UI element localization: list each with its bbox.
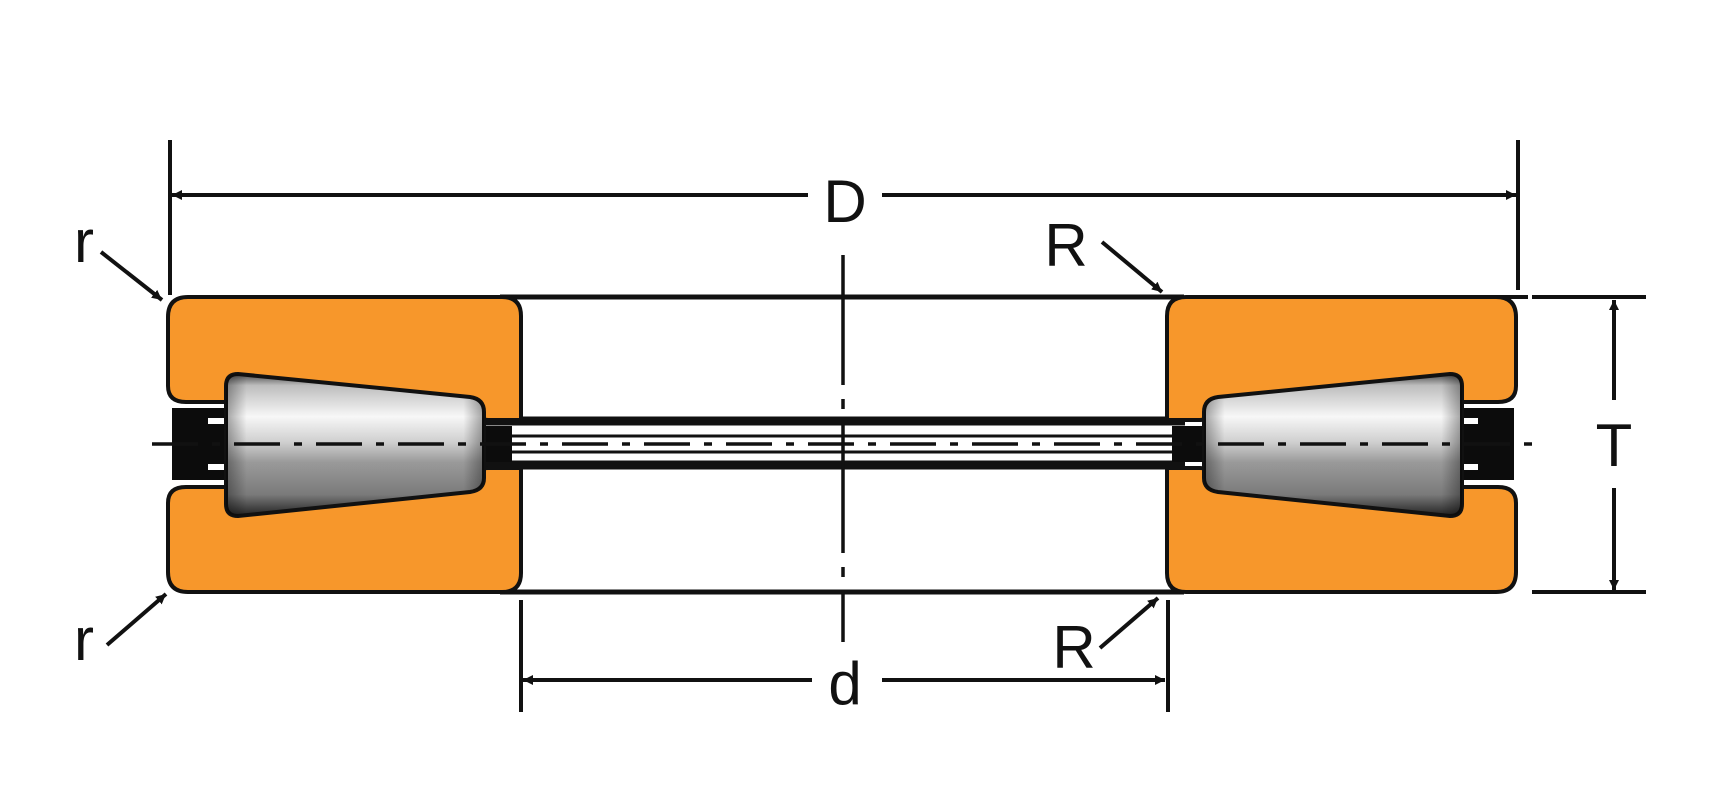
label-outer-fillet-bottom: r [74,606,94,673]
fillet-leaders: r r R R [74,208,1164,681]
label-height: T [1596,412,1633,479]
label-inner-fillet-top: R [1044,212,1087,279]
label-inner-fillet-bottom: R [1052,614,1095,681]
label-outer-diameter: D [823,168,866,235]
label-bore-diameter: d [828,650,861,717]
left-bearing-section [166,295,523,594]
label-outer-fillet-top: r [74,208,94,275]
bore-diameter-dimension: d [519,600,1170,717]
outer-diameter-dimension: D [168,140,1520,295]
height-dimension: T [1532,295,1646,594]
right-bearing-section [1165,295,1528,594]
